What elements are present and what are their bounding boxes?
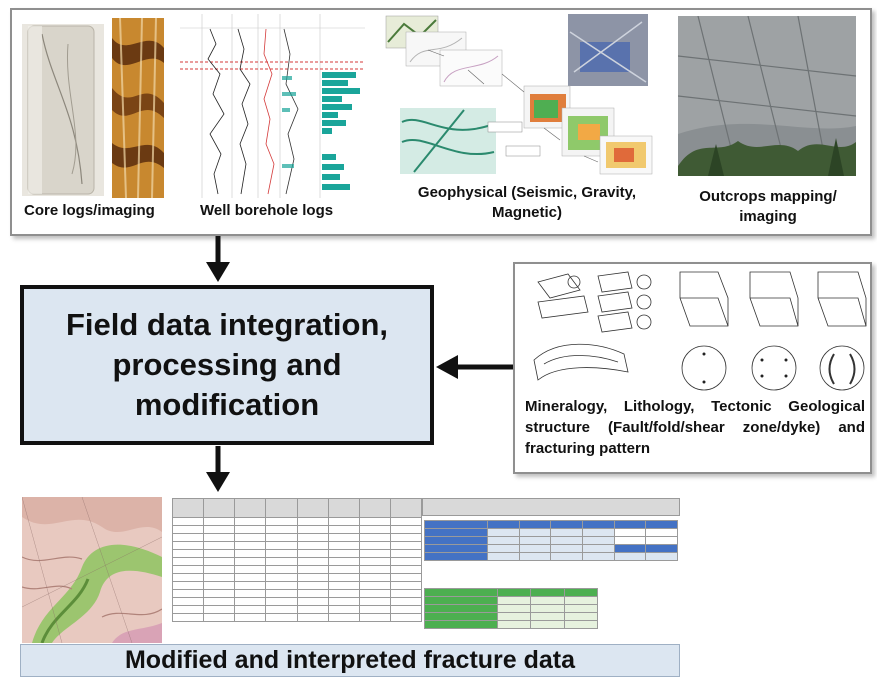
result-banner: Modified and interpreted fracture data xyxy=(20,644,680,677)
outcrop-photo xyxy=(678,16,856,176)
integration-process-label: Field data integration, processing and m… xyxy=(65,307,389,422)
geology-caption: Mineralogy, Lithology, Tectonic Geologic… xyxy=(525,398,865,457)
core-imaging-strip xyxy=(112,18,164,198)
arrow-down-top xyxy=(206,236,230,282)
result-banner-label: Modified and interpreted fracture data xyxy=(124,646,576,674)
arrow-left-right-panel xyxy=(436,355,514,379)
fracture-data-table xyxy=(172,498,680,644)
well-log-chart xyxy=(180,14,365,198)
core-log-image xyxy=(22,24,104,196)
core-logs-caption: Core logs/imaging xyxy=(24,202,155,219)
well-logs-caption: Well borehole logs xyxy=(200,202,334,219)
geological-map xyxy=(22,497,162,643)
outcrops-caption: Outcrops mapping/ imaging xyxy=(699,188,837,225)
geophysical-caption: Geophysical (Seismic, Gravity, Magnetic) xyxy=(417,184,637,221)
arrow-down-bottom xyxy=(206,446,230,492)
geophysical-maps-collage xyxy=(384,12,662,177)
integration-process-box: Field data integration, processing and m… xyxy=(20,285,434,445)
structural-diagrams xyxy=(528,268,868,396)
